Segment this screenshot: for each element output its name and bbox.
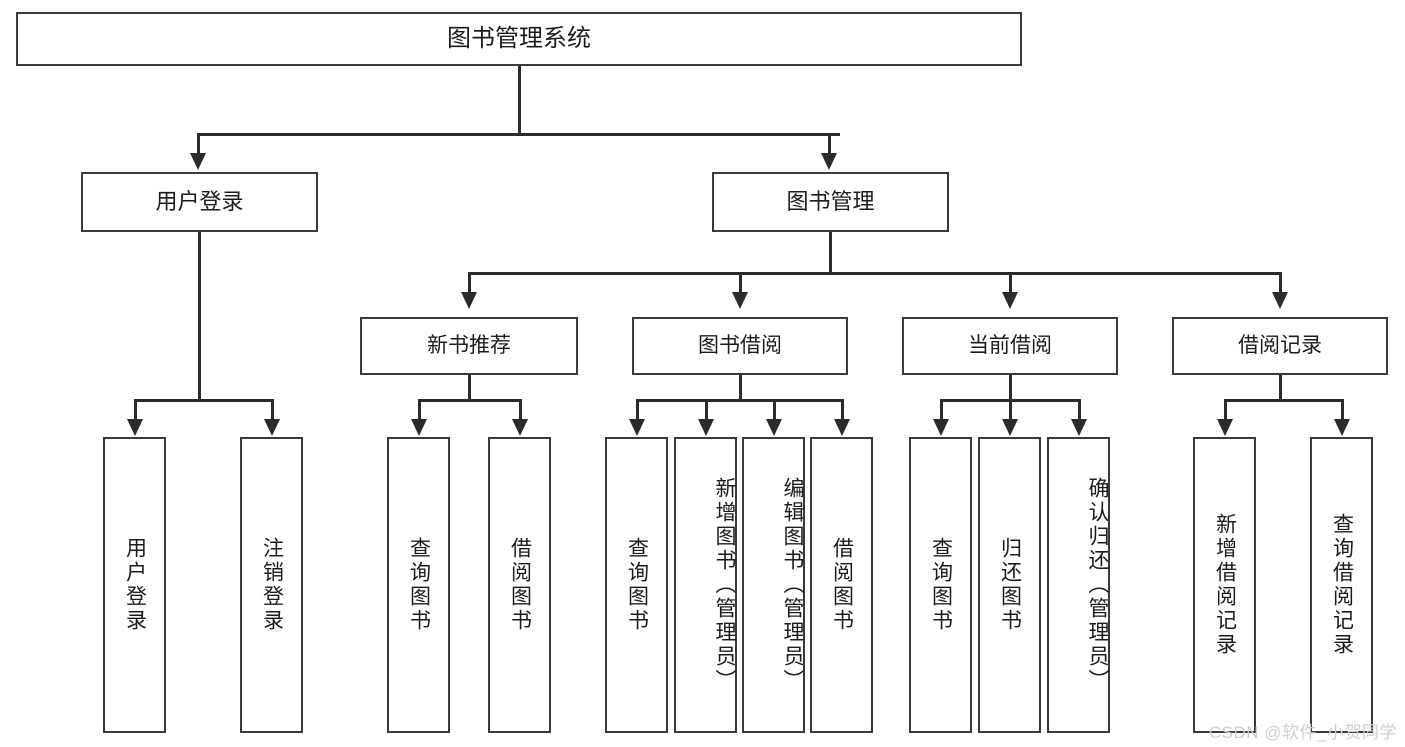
connector-borrow-record-to-leaf-1 (1224, 399, 1227, 421)
node-current-borrow[interactable]: 当前借阅 (902, 317, 1118, 375)
node-label: 当前借阅 (968, 333, 1052, 357)
leaf-user-login-1[interactable]: 用户登录 (103, 437, 166, 733)
connector-book-borrow-to-leaf-4 (841, 399, 844, 421)
connector-root-stem (518, 66, 521, 133)
arrow-down-icon (512, 419, 528, 436)
connector-root-to-book-manage (828, 133, 831, 155)
node-label: 借阅记录 (1238, 333, 1322, 357)
arrow-down-icon (411, 419, 427, 436)
connector-book-manage-bar (468, 272, 1280, 275)
connector-new-book-to-leaf-2 (519, 399, 522, 421)
connector-borrow-record-bar (1224, 399, 1342, 402)
arrow-down-icon (821, 153, 837, 170)
arrow-down-icon (127, 419, 143, 436)
node-user-login[interactable]: 用户登录 (81, 172, 318, 232)
connector-book-borrow-stem (739, 375, 742, 401)
connector-new-book-stem (468, 375, 471, 401)
connector-book-borrow-to-leaf-3 (773, 399, 776, 421)
node-label: 新书推荐 (427, 333, 511, 357)
node-label: 图书管理 (786, 189, 875, 215)
node-label: 新增图书（管理员） (713, 477, 736, 693)
node-label: 查询图书 (929, 537, 953, 633)
leaf-book-borrow-3[interactable]: 编辑图书（管理员） (742, 437, 805, 733)
arrow-down-icon (1272, 292, 1288, 309)
arrow-down-icon (629, 419, 645, 436)
leaf-new-book-2[interactable]: 借阅图书 (488, 437, 551, 733)
arrow-down-icon (1217, 419, 1233, 436)
node-label: 借阅图书 (508, 537, 532, 633)
connector-current-borrow-stem (1009, 375, 1012, 401)
leaf-current-borrow-3[interactable]: 确认归还（管理员） (1047, 437, 1110, 733)
connector-user-login-stem (198, 232, 201, 401)
arrow-down-icon (1002, 292, 1018, 309)
leaf-current-borrow-1[interactable]: 查询图书 (909, 437, 972, 733)
connector-book-manage-to-new-book (468, 272, 471, 294)
node-book-management[interactable]: 图书管理 (712, 172, 949, 232)
connector-current-borrow-to-leaf-1 (940, 399, 943, 421)
node-label: 借阅图书 (830, 537, 854, 633)
node-new-book-recommend[interactable]: 新书推荐 (360, 317, 578, 375)
arrow-down-icon (461, 292, 477, 309)
arrow-down-icon (933, 419, 949, 436)
node-root-system[interactable]: 图书管理系统 (16, 12, 1022, 66)
connector-book-manage-to-borrow-book (739, 272, 742, 294)
node-book-borrow[interactable]: 图书借阅 (632, 317, 848, 375)
arrow-down-icon (1002, 419, 1018, 436)
connector-user-login-to-leaf-1 (134, 399, 137, 421)
connector-book-manage-to-current-borrow (1009, 272, 1012, 294)
connector-new-book-bar (418, 399, 521, 402)
leaf-current-borrow-2[interactable]: 归还图书 (978, 437, 1041, 733)
leaf-book-borrow-4[interactable]: 借阅图书 (810, 437, 873, 733)
connector-root-bar (197, 133, 840, 136)
arrow-down-icon (1071, 419, 1087, 436)
csdn-watermark: CSDN @软件_小贺同学 (1208, 723, 1397, 742)
connector-borrow-record-stem (1279, 375, 1282, 401)
node-borrow-record[interactable]: 借阅记录 (1172, 317, 1388, 375)
connector-book-borrow-to-leaf-1 (636, 399, 639, 421)
connector-book-manage-to-borrow-record (1279, 272, 1282, 294)
leaf-new-book-1[interactable]: 查询图书 (387, 437, 450, 733)
connector-user-login-to-leaf-2 (271, 399, 274, 421)
connector-book-borrow-to-leaf-2 (705, 399, 708, 421)
leaf-borrow-record-1[interactable]: 新增借阅记录 (1193, 437, 1256, 733)
node-label: 归还图书 (998, 537, 1022, 633)
leaf-book-borrow-1[interactable]: 查询图书 (605, 437, 668, 733)
connector-root-to-user-login (197, 133, 200, 155)
arrow-down-icon (766, 419, 782, 436)
node-label: 查询图书 (625, 537, 649, 633)
connector-book-manage-stem (829, 232, 832, 274)
node-label: 注销登录 (260, 537, 284, 633)
node-label: 查询借阅记录 (1330, 513, 1354, 657)
node-label: 用户登录 (123, 537, 147, 633)
connector-current-borrow-to-leaf-3 (1078, 399, 1081, 421)
leaf-borrow-record-2[interactable]: 查询借阅记录 (1310, 437, 1373, 733)
connector-book-borrow-bar (636, 399, 843, 402)
arrow-down-icon (698, 419, 714, 436)
node-label: 用户登录 (155, 189, 244, 215)
arrow-down-icon (264, 419, 280, 436)
arrow-down-icon (190, 153, 206, 170)
node-label: 图书借阅 (698, 333, 782, 357)
node-label: 图书管理系统 (447, 25, 591, 53)
connector-user-login-bar (134, 399, 273, 402)
arrow-down-icon (732, 292, 748, 309)
connector-borrow-record-to-leaf-2 (1341, 399, 1344, 421)
connector-current-borrow-to-leaf-2 (1009, 399, 1012, 421)
node-label: 新增借阅记录 (1213, 513, 1237, 657)
node-label: 编辑图书（管理员） (781, 477, 804, 693)
arrow-down-icon (1334, 419, 1350, 436)
arrow-down-icon (834, 419, 850, 436)
leaf-user-login-2[interactable]: 注销登录 (240, 437, 303, 733)
connector-new-book-to-leaf-1 (418, 399, 421, 421)
leaf-book-borrow-2[interactable]: 新增图书（管理员） (674, 437, 737, 733)
node-label: 确认归还（管理员） (1086, 477, 1109, 693)
node-label: 查询图书 (407, 537, 431, 633)
